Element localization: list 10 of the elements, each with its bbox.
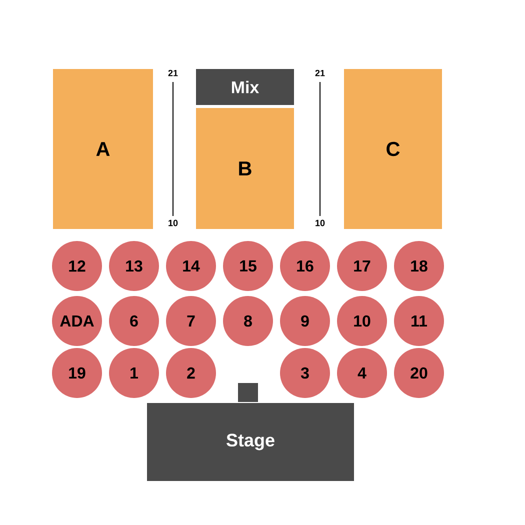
row-number: 10 bbox=[316, 220, 325, 226]
small-box bbox=[238, 383, 258, 402]
section-block: C bbox=[344, 69, 442, 229]
mix-booth: Mix bbox=[196, 69, 294, 105]
row-number: 21 bbox=[315, 70, 325, 76]
row-number: 21 bbox=[168, 70, 178, 76]
row-number: 10 bbox=[168, 220, 178, 226]
section-block: B bbox=[196, 108, 294, 229]
section-block: A bbox=[53, 69, 153, 229]
stage-block: Stage bbox=[147, 403, 354, 481]
